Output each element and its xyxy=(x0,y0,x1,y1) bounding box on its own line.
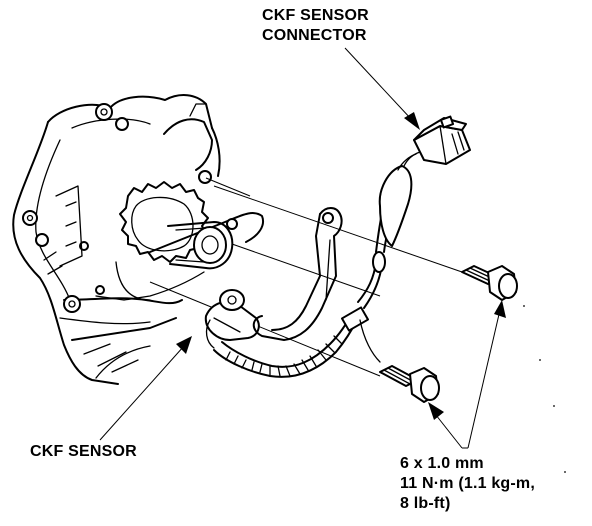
torque-imperial-text: 8 lb-ft) xyxy=(400,495,451,512)
connector-label-line-1: CKF SENSOR xyxy=(262,7,369,24)
sensor-bracket xyxy=(252,207,343,341)
connector-label-line-2: CONNECTOR xyxy=(262,27,367,44)
spec-arrowhead-upper xyxy=(494,300,506,318)
lower-bolt xyxy=(379,365,440,403)
torque-text: 11 N·m (1.1 kg-m, xyxy=(400,475,536,492)
connector-arrowhead xyxy=(404,112,420,130)
ckf-sensor-connector xyxy=(413,115,471,165)
leader-arrows xyxy=(99,47,506,449)
sensor-wire-harness xyxy=(213,151,421,378)
spec-arrowhead-lower xyxy=(428,402,444,420)
bolt-size-text: 6 x 1.0 mm xyxy=(400,455,484,472)
bolt-torque-spec-label: 6 x 1.0 mm 11 N·m (1.1 kg-m, 8 lb-ft) xyxy=(400,454,535,514)
ckf-sensor-connector-label: CKF SENSOR CONNECTOR xyxy=(262,6,369,46)
engine-block xyxy=(12,94,264,385)
sensor-arrowhead xyxy=(176,336,192,354)
alignment-lines xyxy=(149,177,463,377)
ckf-sensor xyxy=(204,289,260,349)
specks xyxy=(523,305,566,473)
crankshaft-gear xyxy=(119,181,234,270)
upper-bolt xyxy=(461,265,518,301)
ckf-sensor-label: CKF SENSOR xyxy=(30,443,137,460)
